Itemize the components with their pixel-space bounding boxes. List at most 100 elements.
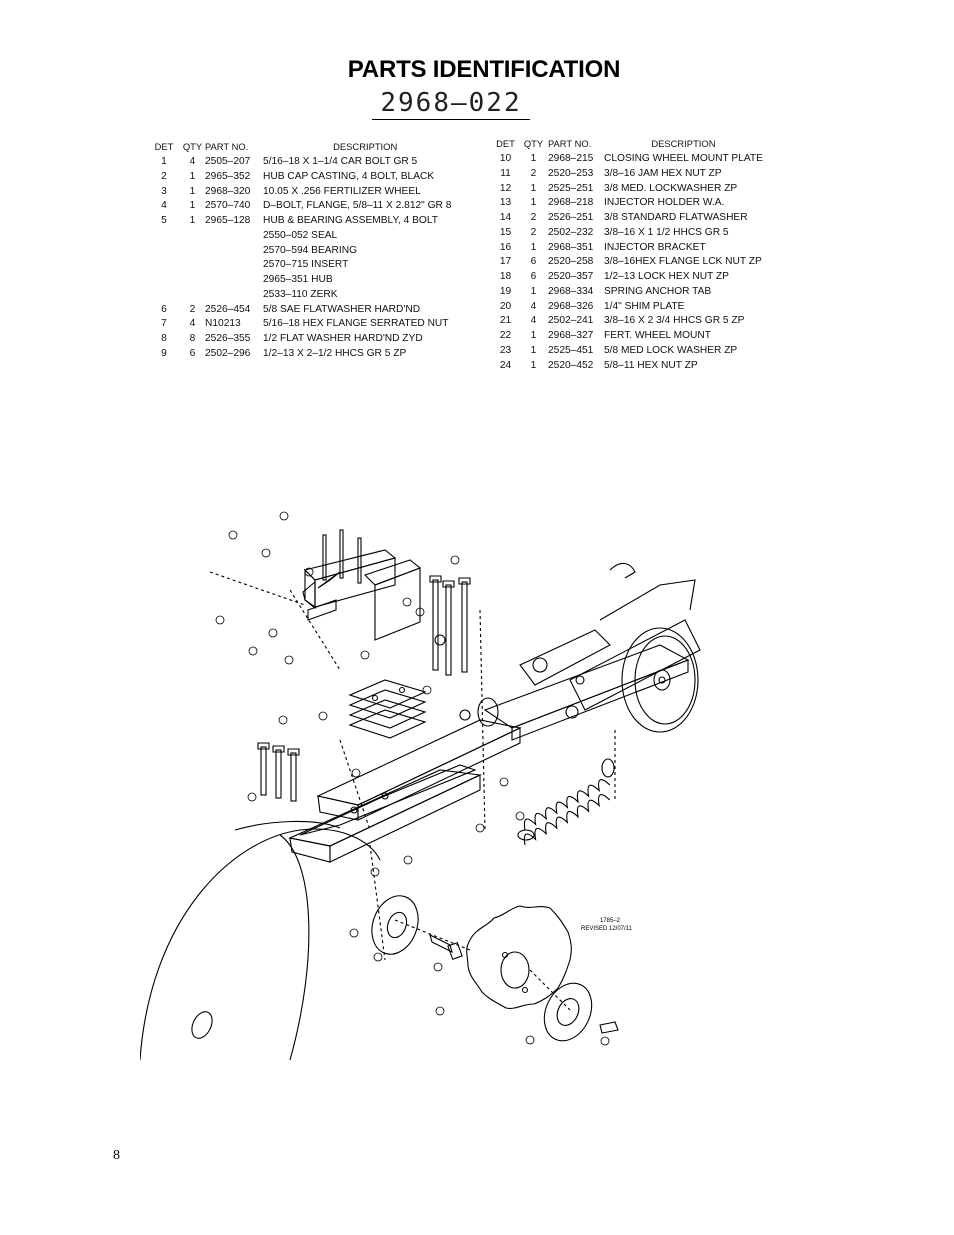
cell-part-no: 2505–207 bbox=[205, 156, 251, 167]
cell-qty: 1 bbox=[530, 285, 537, 297]
cell-det: 19 bbox=[499, 285, 512, 297]
cell-det: 21 bbox=[499, 315, 512, 327]
cell-qty: 8 bbox=[189, 333, 196, 344]
cell-description: 3/8–16 X 2 3/4 HHCS GR 5 ZP bbox=[604, 315, 745, 327]
cell-part-no: 2965–352 bbox=[205, 170, 251, 182]
frame-bar bbox=[288, 719, 522, 863]
cell-det: 17 bbox=[499, 256, 512, 268]
column-header-part-no: PART NO. bbox=[548, 138, 592, 149]
cell-qty: 4 bbox=[189, 156, 196, 167]
cell-description: 2550–052 SEAL bbox=[263, 229, 338, 241]
cell-description: INJECTOR BRACKET bbox=[604, 241, 706, 253]
cell-det: 5 bbox=[161, 215, 167, 226]
cell-description: D–BOLT, FLANGE, 5/8–11 X 2.812" GR 8 bbox=[263, 200, 452, 212]
cell-qty: 2 bbox=[530, 212, 537, 223]
cell-qty: 2 bbox=[530, 167, 537, 179]
shim-plates bbox=[348, 679, 427, 739]
assembly-number: 2968–022 bbox=[372, 88, 530, 120]
cell-part-no: 2526–355 bbox=[205, 333, 251, 344]
cell-description: 3/8–16HEX FLANGE LCK NUT ZP bbox=[604, 256, 762, 268]
cell-qty: 1 bbox=[530, 330, 537, 341]
leader-lines bbox=[209, 571, 616, 1011]
cell-qty: 1 bbox=[530, 344, 537, 356]
cell-description: INJECTOR HOLDER W.A. bbox=[604, 197, 725, 209]
cell-qty: 2 bbox=[530, 226, 537, 238]
cell-qty bbox=[180, 245, 205, 260]
callout-bubbles bbox=[215, 511, 610, 1046]
column-header-description: DESCRIPTION bbox=[333, 141, 398, 152]
cell-description: 3/8 MED. LOCKWASHER ZP bbox=[604, 182, 738, 194]
cell-description: HUB & BEARING ASSEMBLY, 4 BOLT bbox=[263, 215, 438, 226]
cell-det: 4 bbox=[161, 200, 167, 212]
cell-qty: 1 bbox=[530, 182, 537, 194]
cell-description: 5/8–11 HEX NUT ZP bbox=[604, 359, 698, 371]
table-row: 2570–594 BEARING bbox=[148, 245, 451, 260]
cell-det: 23 bbox=[499, 344, 512, 356]
cell-description: 1/4" SHIM PLATE bbox=[604, 300, 685, 312]
cell-det: 13 bbox=[499, 197, 512, 209]
cell-qty: 4 bbox=[530, 315, 537, 327]
cell-det: 10 bbox=[499, 153, 512, 164]
cell-part-no bbox=[205, 245, 263, 260]
cell-description: 2570–594 BEARING bbox=[263, 244, 358, 256]
cell-qty: 4 bbox=[189, 318, 196, 330]
cell-det: 14 bbox=[499, 212, 512, 223]
cell-qty: 6 bbox=[189, 347, 196, 359]
cell-description: 5/16–18 HEX FLANGE SERRATED NUT bbox=[263, 318, 449, 330]
cell-description: 2965–351 HUB bbox=[263, 274, 333, 285]
cell-qty bbox=[180, 259, 205, 274]
cell-qty: 1 bbox=[189, 200, 196, 212]
cell-qty: 2 bbox=[189, 303, 196, 315]
cell-description: HUB CAP CASTING, 4 BOLT, BLACK bbox=[263, 170, 435, 182]
cell-qty: 1 bbox=[530, 359, 537, 371]
cell-part-no: 2526–251 bbox=[548, 212, 594, 223]
column-header-part-no: PART NO. bbox=[205, 141, 249, 152]
cell-qty bbox=[180, 289, 205, 304]
cell-part-no bbox=[205, 274, 263, 289]
table-row: 2533–110 ZERK bbox=[148, 289, 451, 304]
cell-description: 1/2–13 X 2–1/2 HHCS GR 5 ZP bbox=[263, 347, 407, 359]
cell-det: 24 bbox=[499, 359, 512, 371]
cell-qty: 4 bbox=[530, 300, 537, 312]
table-row: 2570–715 INSERT bbox=[148, 259, 451, 274]
cell-description: 2533–110 ZERK bbox=[263, 288, 338, 300]
cell-description: 1/2 FLAT WASHER HARD'ND ZYD bbox=[263, 333, 423, 344]
column-header-description: DESCRIPTION bbox=[651, 138, 716, 149]
cell-det: 6 bbox=[161, 303, 167, 315]
cell-det: 16 bbox=[499, 241, 512, 253]
column-header-det: DET bbox=[496, 138, 515, 149]
column-header-det: DET bbox=[154, 141, 174, 152]
column-header-qty: QTY bbox=[523, 138, 544, 149]
cell-qty bbox=[180, 274, 205, 289]
cell-det bbox=[148, 289, 180, 304]
cell-det bbox=[148, 230, 180, 245]
cell-description: 3/8 STANDARD FLATWASHER bbox=[604, 212, 748, 223]
cell-part-no: 2968–326 bbox=[548, 300, 594, 312]
cell-part-no: N10213 bbox=[205, 318, 241, 330]
injector-bracket bbox=[302, 549, 422, 641]
cell-qty: 6 bbox=[530, 256, 537, 268]
cell-qty bbox=[180, 230, 205, 245]
cell-det: 9 bbox=[161, 347, 167, 359]
cell-description: 5/8 SAE FLATWASHER HARD'ND bbox=[263, 303, 421, 315]
page-number: 8 bbox=[113, 1148, 120, 1163]
